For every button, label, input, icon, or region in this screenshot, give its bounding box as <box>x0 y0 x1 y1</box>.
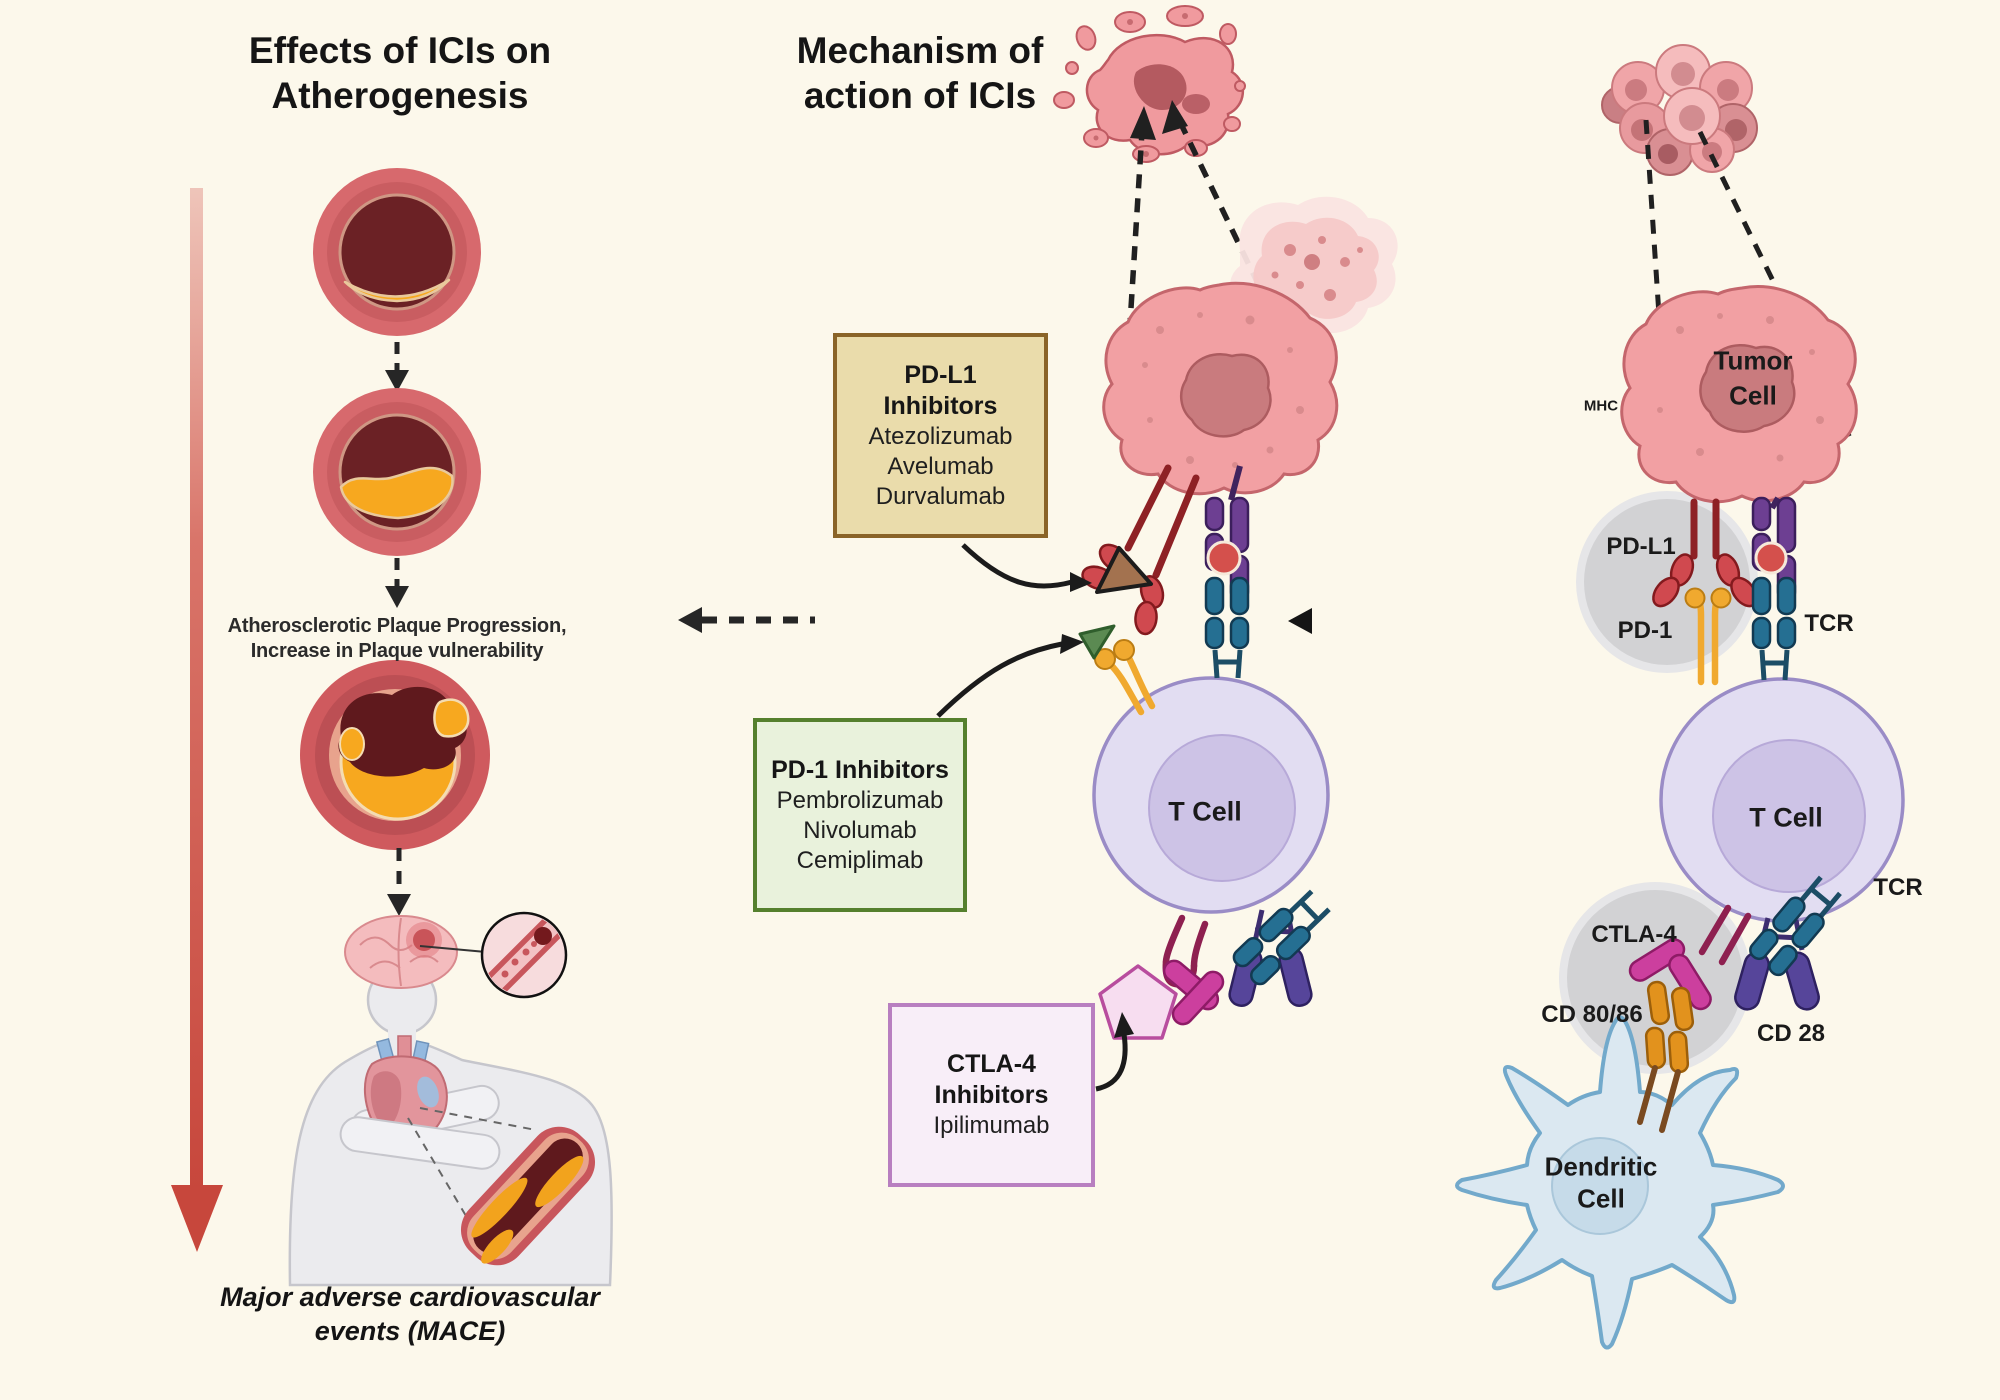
dendritic-cell-label-line1: Dendritic <box>1544 1151 1658 1182</box>
ctla4-receptor-middle <box>1098 914 1225 1040</box>
t-cell-middle <box>1092 676 1330 914</box>
ctla4-complex-right <box>1628 904 1752 1133</box>
plaque-medium <box>339 466 454 520</box>
t-cell-label-middle: T Cell <box>1168 796 1242 827</box>
apoptotic-tumor-cell <box>1053 5 1246 163</box>
mhc-label: MHC <box>1583 397 1619 415</box>
stroke-callout <box>480 911 568 999</box>
pdl1-inhibitors-box: PD-L1 Inhibitors Atezolizumab Avelumab D… <box>833 333 1048 538</box>
pdl1-box-title-line2: Inhibitors <box>883 391 998 420</box>
plaque-progression-caption: Atherosclerotic Plaque Progression, Incr… <box>147 614 647 664</box>
tcr-label-top: TCR <box>1804 610 1854 637</box>
tcr-right-bottom <box>1749 875 1842 977</box>
progression-arrow <box>171 188 223 1252</box>
patient-figure <box>288 911 613 1287</box>
arrow-pd1-box-to-receptor <box>936 634 1084 718</box>
dashed-arrow-stage-2-3 <box>385 558 409 608</box>
vessel-stage-1 <box>313 168 481 336</box>
t-cell-label-right: T Cell <box>1749 802 1823 833</box>
pd1-drug-3: Cemiplimab <box>796 846 924 874</box>
tumor-cell-label-line2: Cell <box>1729 380 1777 411</box>
pd1-drug-2: Nivolumab <box>803 816 917 844</box>
tcr-middle-bottom <box>1232 889 1331 986</box>
brain-icon <box>344 915 458 989</box>
callout-connector <box>419 945 487 953</box>
mace-line2: events (MACE) <box>314 1316 506 1346</box>
caption-line2: Increase in Plaque vulnerability <box>250 640 544 662</box>
t-cell-nucleus-middle <box>1148 734 1296 882</box>
dendritic-nucleus <box>1551 1137 1649 1235</box>
ctla4-label: CTLA-4 <box>1591 921 1677 948</box>
mhc-tcr-complex-right <box>1751 496 1797 681</box>
pdl1-inhibitor-drug <box>1095 546 1153 594</box>
t-cell-nucleus-right <box>1712 739 1866 893</box>
ctla4-box-title-line2: Inhibitors <box>934 1081 1049 1109</box>
left-panel-title: Effects of ICIs on Atherogenesis <box>150 28 650 118</box>
blocked-artery <box>460 1126 596 1266</box>
pdl1-drug-2: Avelumab <box>887 452 994 480</box>
antigen-middle <box>1206 540 1242 576</box>
pd1-inhibitors-box: PD-1 Inhibitors Pembrolizumab Nivolumab … <box>753 718 967 912</box>
mace-caption: Major adverse cardiovascular events (MAC… <box>160 1280 660 1348</box>
ctla4-interaction-circle <box>1559 882 1751 1074</box>
crossed-arm-right <box>339 1116 501 1170</box>
pd1-drug-1: Pembrolizumab <box>776 786 944 814</box>
cd28-label: CD 28 <box>1756 1020 1826 1047</box>
ctla4-inhibitor-drug <box>1098 964 1178 1040</box>
left-title-line1: Effects of ICIs on <box>248 30 552 71</box>
dendritic-cell <box>1455 1015 1785 1350</box>
tumor-cell-label-line1: Tumor <box>1713 345 1793 376</box>
pd1-box-title: PD-1 Inhibitors <box>771 755 949 784</box>
pd1-receptor-right <box>1684 587 1732 686</box>
arrow-ctla4-box-to-receptor <box>1095 1012 1134 1092</box>
arrow-pdl1-box-to-receptor <box>961 543 1092 592</box>
tumor-cell-right <box>1620 285 1858 504</box>
dashed-arrow-to-left-panel <box>678 607 815 633</box>
middle-panel-title: Mechanism of action of ICIs <box>670 28 1170 118</box>
dendritic-cell-label-line2: Cell <box>1577 1183 1625 1214</box>
plaque-small <box>343 278 451 303</box>
left-title-line2: Atherogenesis <box>271 75 529 116</box>
tumor-cell-middle <box>1102 281 1339 496</box>
ctla4-inhibitors-box: CTLA-4 Inhibitors Ipilimumab <box>888 1003 1095 1187</box>
solid-arrow-to-middle-panel <box>1288 608 1505 634</box>
middle-title-line2: action of ICIs <box>803 75 1037 116</box>
tumor-nucleus-middle <box>1179 353 1272 438</box>
tumor-cluster <box>1601 44 1758 176</box>
pdl1-ligand-middle <box>1081 464 1200 636</box>
dashed-arrow-stage-1-2 <box>385 342 409 392</box>
brain-clot <box>534 927 552 945</box>
dashed-arrow-stage-3-4 <box>387 848 411 916</box>
antigen-right <box>1754 541 1788 575</box>
cd8086-label: CD 80/86 <box>1541 1001 1643 1028</box>
vessel-stage-3 <box>300 660 490 850</box>
pdl1-drug-3: Durvalumab <box>875 482 1006 510</box>
mhc-tcr-complex-middle <box>1204 465 1250 679</box>
pdl1-box-title-line1: PD-L1 <box>904 360 977 389</box>
caption-line1: Atherosclerotic Plaque Progression, <box>227 615 567 637</box>
ctla4-drug-1: Ipilimumab <box>933 1112 1050 1139</box>
tcr-label-bottom: TCR <box>1873 874 1923 901</box>
t-cell-right <box>1659 677 1905 923</box>
mace-line1: Major adverse cardiovascular <box>220 1282 600 1312</box>
pdl1-ligand-right <box>1652 498 1758 608</box>
vessel-stage-2 <box>313 388 481 556</box>
tumor-nucleus-right <box>1699 344 1796 433</box>
pdl1-drug-1: Atezolizumab <box>868 422 1013 450</box>
pd1-label: PD-1 <box>1617 617 1673 644</box>
ctla4-box-title-line1: CTLA-4 <box>947 1050 1036 1078</box>
middle-title-line1: Mechanism of <box>796 30 1044 71</box>
pd1-receptor-middle <box>1078 624 1156 716</box>
pdl1-label: PD-L1 <box>1606 533 1676 560</box>
pd1-inhibitor-drug <box>1078 624 1116 660</box>
